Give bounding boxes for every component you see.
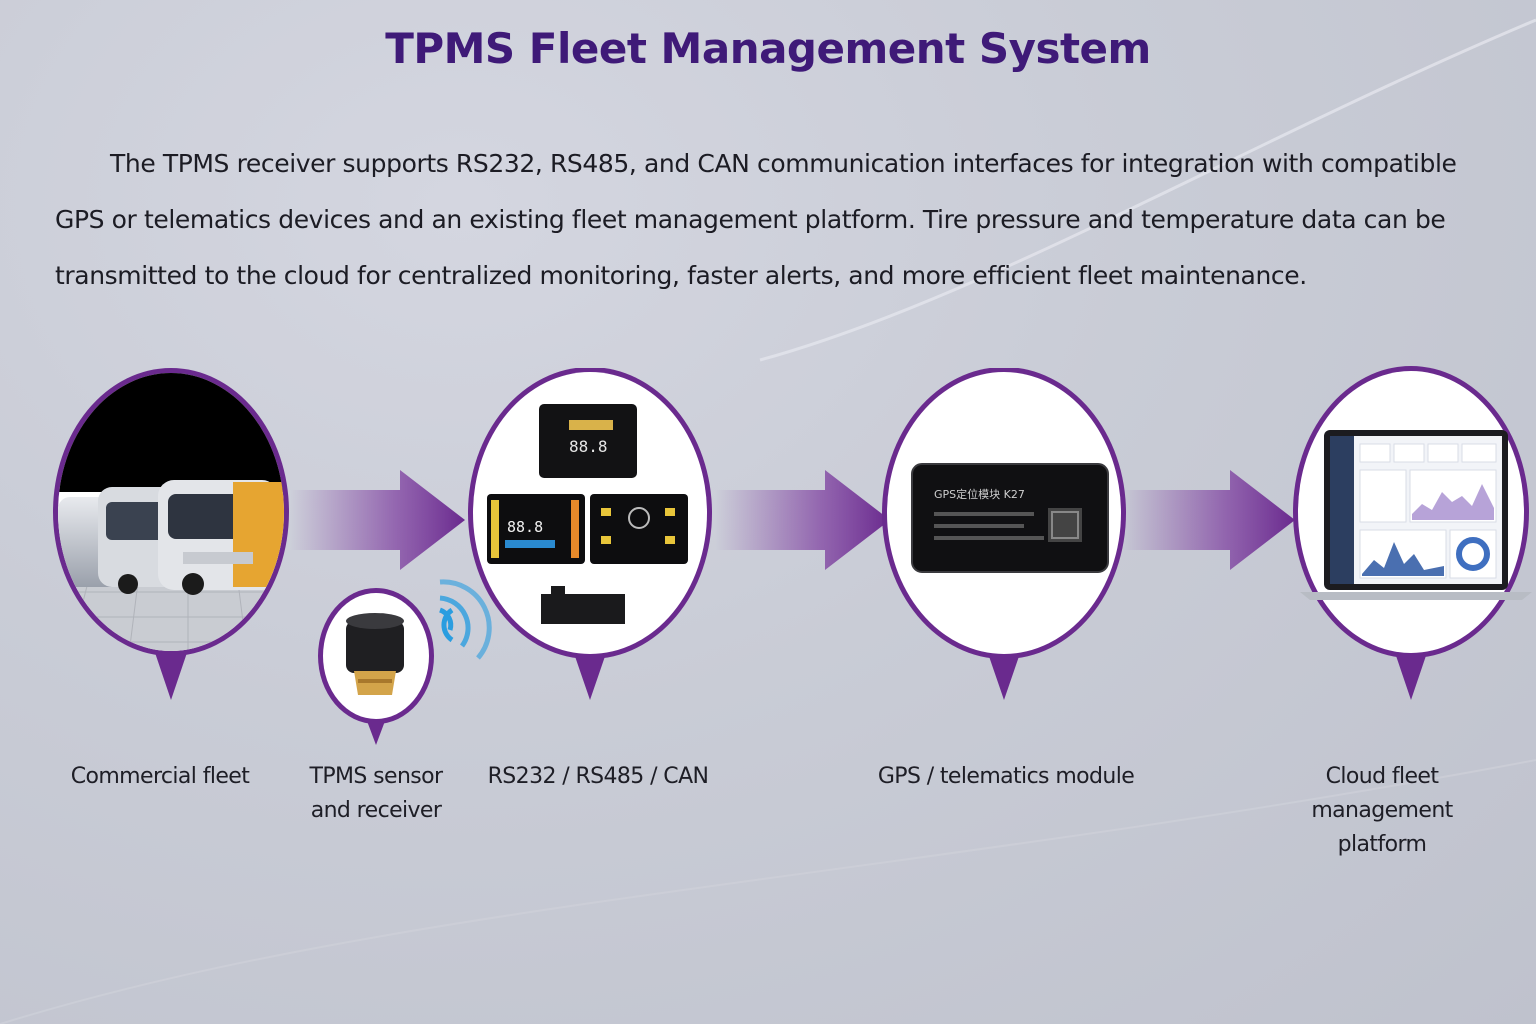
flow-arrow-3 [1120, 470, 1295, 570]
gps-device-label: GPS定位模块 K27 [934, 487, 1025, 501]
svg-text:88.8: 88.8 [507, 518, 543, 536]
node-gps-module: GPS定位模块 K27 [882, 368, 1126, 700]
flow-arrow-1 [290, 470, 465, 570]
label-cloud-platform: Cloud fleet management platform [1311, 764, 1453, 857]
display-digits: 88.8 [569, 437, 608, 456]
laptop-dashboard-icon [1300, 430, 1532, 600]
tpms-display-receivers-icon: 88.8 88.8 [487, 404, 688, 624]
flow-arrow-2 [715, 470, 890, 570]
label-commercial-fleet: Commercial fleet [70, 764, 250, 789]
gps-module-icon: GPS定位模块 K27 [911, 463, 1109, 573]
wireless-signal-icon [438, 579, 492, 660]
node-cloud-platform [1293, 366, 1532, 700]
label-gps-module: GPS / telematics module [877, 764, 1135, 789]
node-tpms-sensor [318, 588, 434, 745]
label-interfaces: RS232 / RS485 / CAN [487, 764, 709, 789]
tire-sensor-icon [346, 613, 404, 695]
node-interfaces: 88.8 88.8 [468, 368, 712, 700]
intro-paragraph: The TPMS receiver supports RS232, RS485,… [55, 149, 1457, 290]
page-title: TPMS Fleet Management System [385, 24, 1151, 73]
bus-fleet-icon [58, 373, 284, 651]
label-tpms-sensor: TPMS sensor and receiver [309, 764, 444, 823]
node-commercial-fleet [53, 368, 289, 700]
